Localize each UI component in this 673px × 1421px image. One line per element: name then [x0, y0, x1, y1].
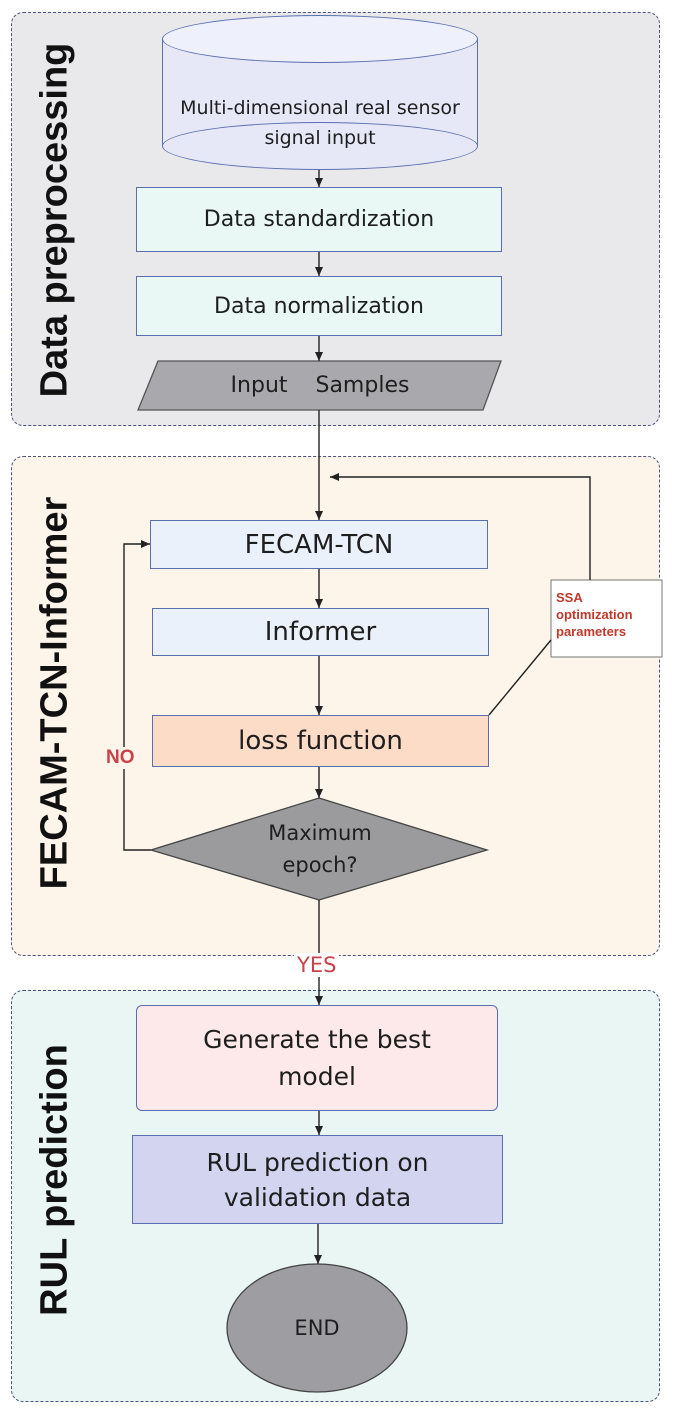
end-ellipse: [226, 1263, 408, 1393]
input-samples-label: Input Samples: [230, 373, 410, 398]
data-normalization-box: Data normalization: [136, 276, 502, 336]
ssa-feedback-line: [330, 473, 591, 580]
loss-to-ssa-line: [488, 639, 552, 716]
loss-function-box: loss function: [152, 715, 489, 767]
generate-best-model-box: Generate the best model: [136, 1005, 498, 1111]
fecam-tcn-box: FECAM-TCN: [150, 520, 488, 569]
input-samples-parallelogram: [137, 360, 502, 411]
data-standardization-box: Data standardization: [136, 187, 502, 252]
end-label: END: [294, 1316, 340, 1340]
cylinder-top: [162, 15, 478, 63]
sensor-signal-input-label: Multi-dimensional real sensor signal inp…: [180, 97, 460, 149]
rul-validation-box: RUL prediction on validation data: [132, 1135, 503, 1224]
informer-box: Informer: [152, 608, 489, 656]
max-epoch-label: Maximum epoch?: [268, 821, 372, 877]
yes-label: YES: [294, 953, 340, 977]
ssa-label-box: [550, 579, 663, 658]
cylinder-base: [162, 122, 478, 170]
no-loop-line: [123, 540, 151, 851]
ssa-optimization-label: SSA optimization parameters: [556, 590, 633, 639]
no-label: NO: [104, 747, 137, 769]
